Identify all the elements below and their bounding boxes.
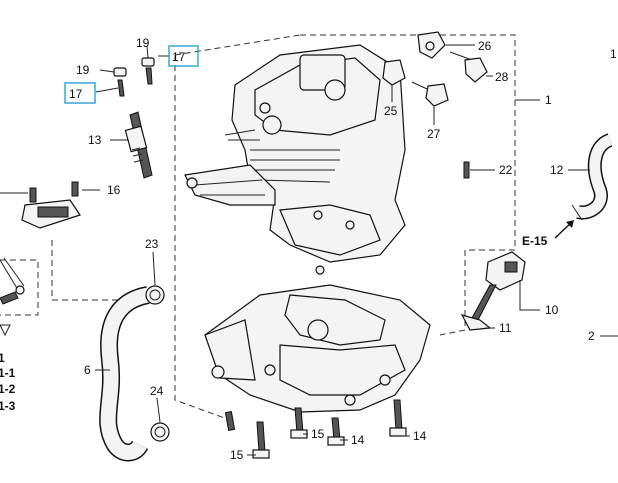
pin-22 (463, 161, 470, 179)
callout-22: 22 (499, 163, 513, 177)
cylinder-assembly (184, 44, 406, 275)
left-list-item-3: 1-3 (0, 399, 16, 413)
callout-15b: 15 (311, 427, 325, 441)
callout-14a: 14 (351, 433, 365, 447)
callout-27: 27 (427, 127, 441, 141)
dashed-group-boundaries (0, 34, 516, 421)
arrow-e15 (554, 220, 574, 239)
callout-25: 25 (384, 104, 398, 118)
callout-17b: 17 (69, 87, 83, 101)
highlight-box-17b (64, 82, 96, 104)
callout-6: 6 (84, 363, 91, 377)
left-list-item-1: 1-1 (0, 366, 16, 380)
small-parts-25-28 (382, 31, 488, 107)
crankcase-assembly (204, 284, 431, 413)
left-partial-parts (0, 257, 25, 337)
hose-12 (571, 133, 614, 221)
callout-16: 16 (107, 183, 121, 197)
callout-1: 1 (545, 93, 552, 107)
callout-15a: 15 (230, 448, 244, 462)
callout-26: 26 (478, 39, 492, 53)
callout-11: 11 (499, 321, 512, 335)
callout-12: 12 (550, 163, 564, 177)
left-list-item-0: 1 (0, 351, 5, 365)
callout-13: 13 (88, 133, 102, 147)
spark-plug (124, 111, 153, 179)
highlight-box-17a (168, 45, 199, 67)
clamp-24 (150, 422, 170, 442)
callout-10: 10 (545, 303, 559, 317)
left-list-item-2: 1-2 (0, 382, 16, 396)
callout-19a: 19 (136, 36, 150, 50)
callout-e15: E-15 (522, 234, 548, 248)
clamp-23 (145, 285, 165, 305)
callout-14b: 14 (413, 429, 427, 443)
sensor-10 (460, 251, 526, 331)
callout-top-right-partial: 1 (610, 47, 617, 61)
bracket-16 (21, 181, 81, 229)
callout-17a: 17 (172, 50, 186, 64)
callout-2: 2 (588, 329, 595, 343)
bolts-15-14 (224, 399, 407, 459)
callout-23: 23 (145, 237, 159, 251)
small-bolts-19-17 (113, 57, 155, 97)
leader-lines (0, 44, 618, 456)
callout-24: 24 (150, 384, 164, 398)
callout-28: 28 (495, 70, 509, 84)
hose-6 (99, 286, 151, 462)
callout-19b: 19 (76, 63, 90, 77)
